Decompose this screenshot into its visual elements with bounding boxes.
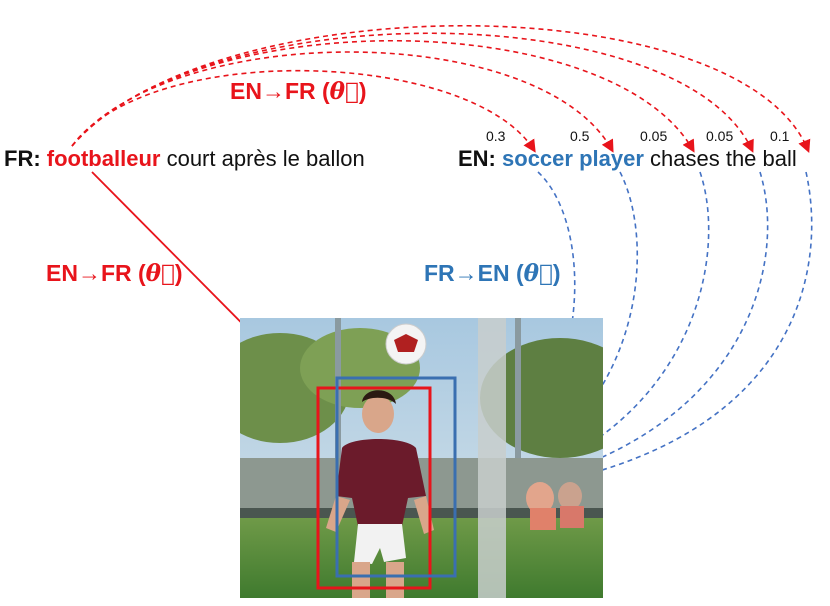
blue-box bbox=[335, 376, 457, 578]
prob-3: 0.05 bbox=[706, 128, 734, 144]
photo-illustration bbox=[240, 318, 603, 598]
direction-label-top: EN→FR (θ⃗) bbox=[230, 78, 367, 105]
prob-0: 0.3 bbox=[486, 128, 506, 144]
fr-sentence: FR: footballeur court après le ballon bbox=[4, 146, 365, 172]
fr-label: FR: bbox=[4, 146, 41, 171]
direction-label-right: FR→EN (θ⃖) bbox=[424, 260, 561, 287]
prob-4: 0.1 bbox=[770, 128, 790, 144]
en-label: EN: bbox=[458, 146, 496, 171]
en-rest: chases the ball bbox=[650, 146, 797, 171]
prob-1: 0.5 bbox=[570, 128, 590, 144]
blue-arc-3 bbox=[454, 171, 710, 501]
direction-label-left: EN→FR (θ⃗) bbox=[46, 260, 183, 287]
red-arc-5 bbox=[71, 25, 811, 153]
en-sentence: EN: soccer player chases the ball bbox=[458, 146, 797, 172]
fr-keyword: footballeur bbox=[46, 146, 161, 171]
prob-2: 0.05 bbox=[640, 128, 668, 144]
en-keyword: soccer player bbox=[502, 146, 644, 171]
fr-rest: court après le ballon bbox=[166, 146, 365, 171]
red-arc-3 bbox=[71, 39, 695, 153]
red-arc-1 bbox=[71, 69, 536, 153]
soccer-photo bbox=[240, 318, 603, 598]
red-box bbox=[316, 386, 432, 590]
